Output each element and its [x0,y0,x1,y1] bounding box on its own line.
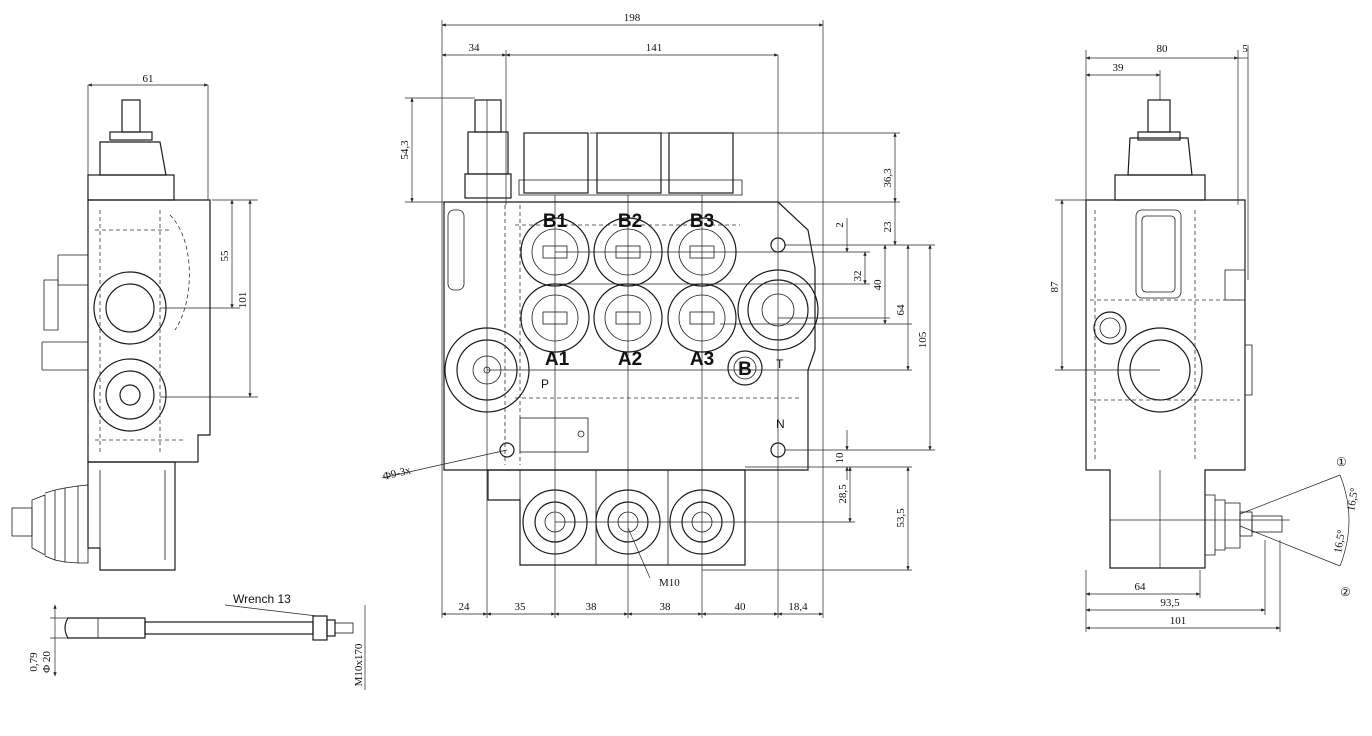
dim-2: 2 [834,222,846,228]
lever-dim-d20: Φ 20 [41,651,53,673]
dim-105: 105 [917,331,929,348]
dim-32: 32 [852,271,864,282]
dim-54-3: 54,3 [399,140,411,160]
dim-36-3: 36,3 [882,168,894,188]
dim-34: 34 [469,42,481,54]
position-2-marker: ② [1340,585,1351,599]
port-b1-label: B1 [543,211,568,232]
angle-1: 16,5° [1345,487,1361,512]
dim-24: 24 [459,601,471,613]
port-a2-label: A2 [618,349,642,370]
dim-right-64: 64 [1135,581,1147,593]
position-1-marker: ① [1336,455,1347,469]
dim-38-b: 38 [660,601,672,613]
port-t-label: T [776,357,784,371]
port-b3-label: B3 [690,211,714,232]
port-a1-label: A1 [545,349,570,370]
dim-right-87: 87 [1049,281,1061,293]
dim-38-a: 38 [586,601,598,613]
dim-53-5: 53,5 [895,508,907,528]
dim-left-61: 61 [143,73,154,85]
left-side-view [11,83,258,571]
dim-141: 141 [646,42,663,54]
dim-40: 40 [872,279,884,291]
front-view [381,20,935,618]
angle-2: 16,5° [1332,529,1348,554]
thread-callout: M10 [659,577,680,589]
port-b2-label: B2 [618,211,642,232]
dim-23: 23 [882,221,894,233]
dim-right-101: 101 [1170,615,1187,627]
dim-18-4: 18,4 [788,601,808,613]
dim-left-101: 101 [237,292,249,309]
port-a3-label: A3 [690,349,714,370]
hole-callout: Φ9-3x [382,464,413,483]
dim-40-bottom: 40 [735,601,747,613]
dim-right-93-5: 93,5 [1160,597,1180,609]
dim-right-80: 80 [1157,43,1169,55]
dim-28-5: 28,5 [837,484,849,504]
dim-right-5: 5 [1242,43,1248,55]
dim-left-55: 55 [219,250,231,262]
lever-thread: M10x170 [353,643,365,686]
wrench-label: Wrench 13 [233,592,291,606]
dim-10: 10 [834,452,846,464]
dim-right-39: 39 [1113,62,1125,74]
port-n-label: N [776,417,785,431]
dim-64: 64 [895,304,907,316]
lever-detail [50,604,366,690]
plug-b-label: B [738,359,752,380]
right-side-view [1055,45,1350,632]
lever-dim-079: 0,79 [28,652,40,672]
port-p-label: P [541,377,549,391]
dim-198: 198 [624,12,641,24]
dim-35: 35 [515,601,527,613]
